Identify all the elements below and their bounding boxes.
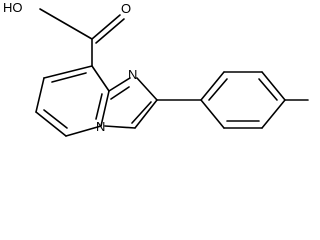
bond-pyridine-inner-1	[51, 72, 87, 83]
molecule-diagram: HO O N N	[3, 0, 309, 137]
bond-imidazole-inner-2	[131, 101, 152, 124]
bond-imidazole-1	[108, 77, 131, 92]
bond-tolyl-inner-2	[258, 78, 278, 101]
atom-label-n-bridgehead: N	[96, 119, 105, 134]
bond-pyridine-inner-2	[43, 109, 68, 129]
bond-carbonyl-double-1	[91, 14, 121, 40]
bond-pyridine-3	[35, 111, 67, 137]
bond-tolyl-inner-1	[208, 78, 228, 101]
bond-pyridine-1	[43, 65, 93, 79]
bond-pyridine-5	[100, 90, 110, 127]
bond-carbonyl-double-2	[95, 18, 125, 44]
bond-tolyl-3	[261, 71, 286, 101]
bond-imidazole-3	[134, 99, 158, 129]
bond-pyridine-4	[65, 125, 102, 137]
bond-pyridine-2	[35, 77, 45, 113]
bond-tolyl-4	[261, 99, 286, 129]
bond-tolyl-6	[200, 99, 225, 129]
bond-imidazole-inner-1	[110, 86, 130, 100]
bond-pyridine-6	[91, 65, 110, 92]
atom-label-n-imidazole: N	[128, 67, 137, 82]
bond-pyridine-inner-3	[95, 93, 103, 120]
chemical-structure-canvas: HO O N N	[3, 0, 309, 137]
bond-imidazole-4	[104, 125, 136, 129]
bond-tolyl-1	[200, 71, 225, 101]
atom-label-carbonyl-o: O	[121, 1, 131, 16]
bond-oh-to-carbonyl-carbon	[39, 8, 93, 40]
atom-label-oh: HO	[3, 0, 23, 15]
bond-imidazole-2	[136, 77, 158, 101]
